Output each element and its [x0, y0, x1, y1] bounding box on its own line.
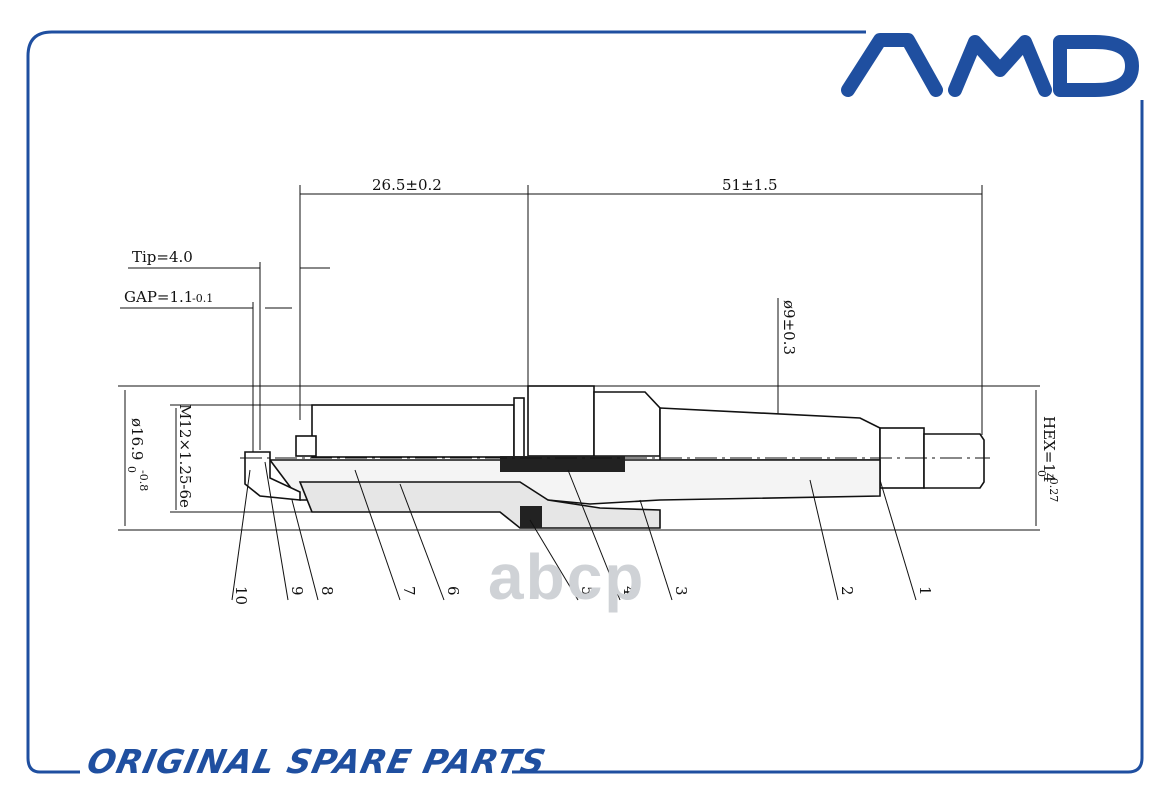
callout-label-1: 1 — [916, 586, 934, 596]
watermark: abcp — [488, 541, 646, 613]
dim-total-length: 51±1.5 — [722, 176, 778, 194]
dim-hex-tol-lower: -0.27 — [1047, 474, 1060, 502]
dim-thread-length: 26.5±0.2 — [372, 176, 442, 194]
callout-label-8: 8 — [318, 586, 336, 596]
callout-leader-5 — [529, 519, 579, 601]
border-frame — [26, 30, 1144, 774]
callout-group: 10 9 8 7 6 5 4 3 2 1 — [231, 461, 934, 605]
callout-leader-4 — [567, 469, 621, 601]
insulator-stipple — [500, 456, 625, 528]
spark-plug-body — [244, 385, 985, 529]
callout-leader-6 — [399, 483, 445, 601]
dim-terminal-dia: ø9±0.3 — [780, 300, 798, 355]
callout-label-5: 5 — [578, 586, 596, 596]
footer-slogan: ORIGINAL SPARE PARTS — [83, 742, 550, 781]
callout-leader-9 — [264, 461, 289, 601]
dim-thread: M12×1.25-6e — [176, 404, 194, 508]
dim-hex: HEX=14 — [1040, 416, 1058, 482]
dim-gap-tol: -0.1 — [192, 292, 213, 305]
callout-label-2: 2 — [838, 586, 856, 596]
dim-gap: GAP=1.1 — [124, 288, 193, 306]
callout-label-7: 7 — [400, 586, 418, 596]
callout-leader-1 — [879, 479, 917, 601]
callout-leader-10 — [231, 469, 251, 601]
callout-label-10: 10 — [232, 586, 250, 605]
callout-leader-2 — [809, 479, 839, 601]
callout-leader-8 — [291, 499, 319, 601]
callout-leader-7 — [354, 469, 401, 601]
callout-label-6: 6 — [444, 586, 462, 596]
dim-body-dia: ø16.9 — [128, 418, 146, 460]
callout-label-3: 3 — [672, 586, 690, 596]
dim-body-tol-upper: 0 — [125, 466, 138, 473]
callout-label-4: 4 — [620, 586, 638, 596]
callout-leader-3 — [639, 499, 673, 601]
dim-body-tol-lower: -0.8 — [137, 470, 150, 491]
amd-logo — [841, 33, 1139, 97]
callout-label-9: 9 — [288, 586, 306, 596]
dim-tip: Tip=4.0 — [132, 248, 193, 266]
dim-hex-tol-upper: 0 — [1035, 470, 1048, 477]
